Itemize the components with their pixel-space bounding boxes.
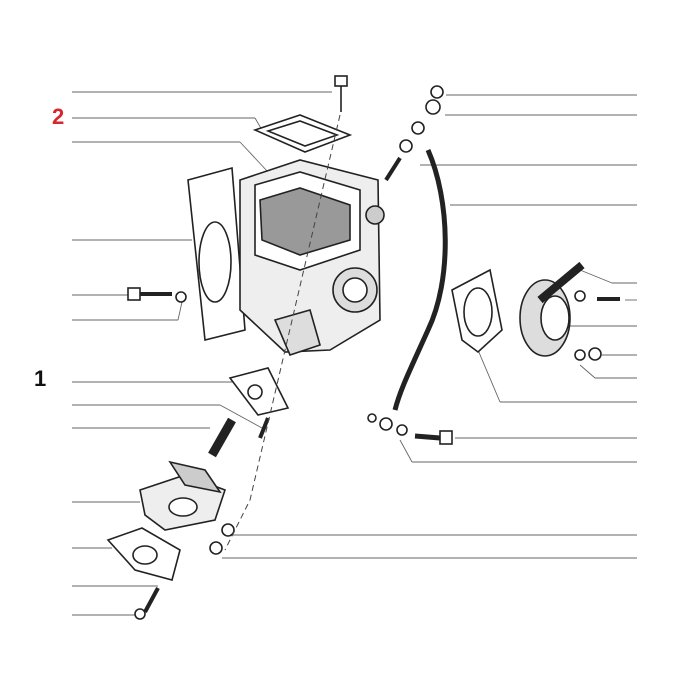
callout-label-2: 2 [52,104,65,129]
bottom-gasket [106,527,181,581]
round-gasket [451,268,503,354]
top-gasket [252,114,353,153]
center-axis-line [224,114,341,551]
parts [106,75,620,620]
speedometer-cable [392,148,448,411]
callout-label-1: 1 [34,366,47,391]
bolt-head [334,75,348,87]
side-gasket [187,166,246,341]
leader-lines [72,91,637,616]
